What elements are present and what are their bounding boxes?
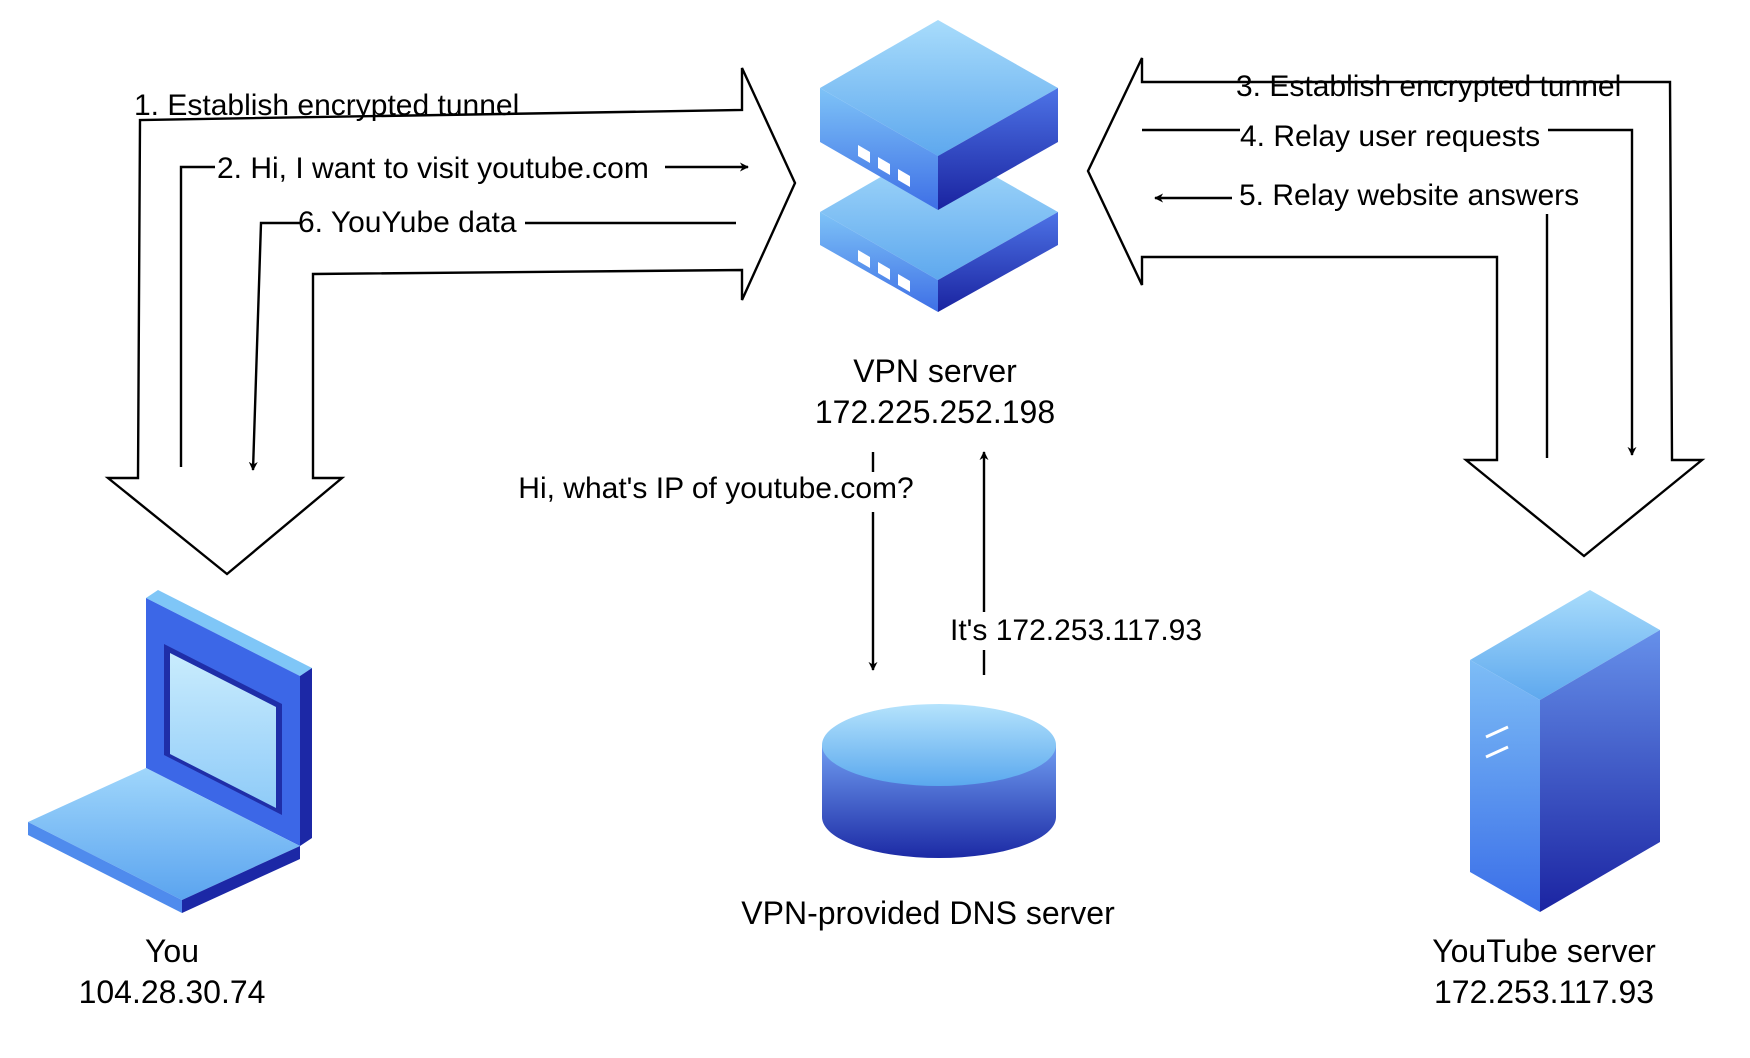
step6-label: 6. YouYube data (298, 206, 517, 239)
step5-label: 5. Relay website answers (1239, 179, 1579, 212)
tunnel-arrow-right (1086, 57, 1706, 558)
vpn-server-name: VPN server (853, 353, 1017, 389)
tunnel-arrow-left (104, 67, 797, 576)
laptop-icon (28, 590, 312, 913)
dns-answer-label: It's 172.253.117.93 (950, 614, 1202, 647)
youtube-server-name: YouTube server (1432, 933, 1656, 969)
step4-arrow (1548, 128, 1637, 456)
youtube-server-icon (1470, 590, 1660, 912)
dns-server-name: VPN-provided DNS server (741, 895, 1115, 931)
you-ip: 104.28.30.74 (79, 974, 266, 1010)
step4-label: 4. Relay user requests (1240, 120, 1540, 153)
step1-label: 1. Establish encrypted tunnel (134, 89, 519, 122)
step6-arrow (248, 221, 300, 471)
vpn-server-ip: 172.225.252.198 (815, 394, 1055, 430)
vpn-server-icon (820, 20, 1058, 312)
step2-label: 2. Hi, I want to visit youtube.com (217, 152, 649, 185)
dns-server-icon (822, 704, 1056, 858)
dns-question-label: Hi, what's IP of youtube.com? (518, 472, 913, 505)
step2-line-left (179, 165, 215, 467)
you-name: You (145, 933, 199, 969)
youtube-server-ip: 172.253.117.93 (1434, 974, 1654, 1010)
step3-label: 3. Establish encrypted tunnel (1236, 70, 1621, 103)
